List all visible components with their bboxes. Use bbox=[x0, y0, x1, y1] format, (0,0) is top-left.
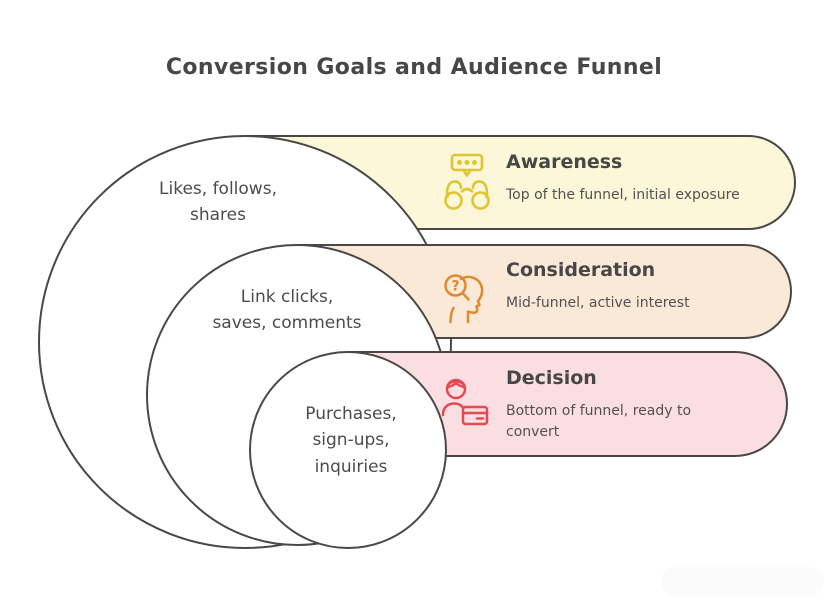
awareness-stage: Awareness Top of the funnel, initial exp… bbox=[506, 151, 776, 206]
consideration-description: Mid-funnel, active interest bbox=[506, 295, 690, 311]
decision-audience-circle bbox=[249, 351, 447, 549]
decision-audience-line-3: inquiries bbox=[314, 456, 388, 477]
awareness-audience-label: Likes, follows, shares bbox=[108, 176, 328, 229]
decision-title: Decision bbox=[506, 367, 597, 389]
consideration-title: Consideration bbox=[506, 259, 656, 281]
consideration-audience-line-2: saves, comments bbox=[212, 313, 362, 334]
awareness-title: Awareness bbox=[506, 151, 623, 173]
consideration-audience-line-1: Link clicks, bbox=[240, 287, 334, 307]
decision-card-shape bbox=[347, 351, 788, 457]
decision-audience-label: Purchases, sign-ups, inquiries bbox=[251, 401, 451, 480]
binoculars-with-speech-bubble-icon bbox=[444, 153, 490, 210]
awareness-audience-line-2: shares bbox=[190, 205, 246, 226]
decision-stage: Decision Bottom of funnel, ready to conv… bbox=[506, 367, 776, 443]
watermark-area bbox=[661, 567, 824, 596]
decision-description: Bottom of funnel, ready to convert bbox=[506, 403, 692, 440]
page-title: Conversion Goals and Audience Funnel bbox=[165, 55, 663, 80]
decision-audience-line-1: Purchases, bbox=[305, 404, 397, 424]
consideration-audience-label: Link clicks, saves, comments bbox=[170, 284, 404, 337]
person-with-credit-card-icon bbox=[441, 378, 489, 426]
magnifier-question-glyph: ? bbox=[451, 279, 459, 295]
awareness-description: Top of the funnel, initial exposure bbox=[506, 187, 740, 203]
awareness-audience-line-1: Likes, follows, bbox=[159, 179, 277, 199]
consideration-stage: Consideration Mid-funnel, active interes… bbox=[506, 259, 776, 314]
head-with-magnifier-question-icon: ? bbox=[444, 274, 484, 324]
decision-audience-line-2: sign-ups, bbox=[312, 430, 390, 451]
